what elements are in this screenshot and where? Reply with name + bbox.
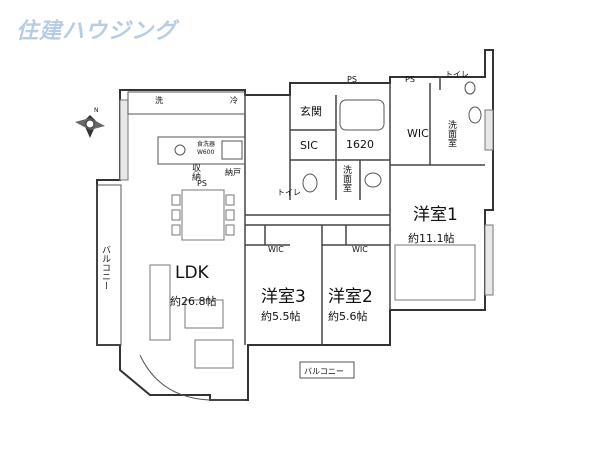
wic-bed3-label: WIC (268, 245, 284, 254)
dishwasher-label: 食洗器 (197, 140, 215, 148)
wic-main-label: WIC (407, 127, 429, 140)
wic-bed2-label: WIC (352, 245, 368, 254)
bed2-name: 洋室2 (328, 287, 373, 307)
toilet-icon (302, 173, 318, 193)
ldk-area: 約26.8帖 (170, 294, 217, 308)
ps-top-left-label: PS (347, 75, 357, 84)
compass-north-label: N (94, 107, 99, 114)
washbasin-right-icon (468, 106, 482, 124)
entrance-label: 玄関 (300, 104, 322, 118)
bath-fixtures (302, 81, 482, 193)
window-strips (119, 99, 494, 296)
stove-icon (221, 140, 243, 160)
tv-stand-icon (194, 339, 234, 369)
dishwasher-size: W600 (197, 149, 215, 156)
wash-center-label: 洗面室 (341, 164, 352, 192)
washbasin-icon (364, 172, 382, 188)
ldk-name: LDK (175, 263, 210, 283)
ps-top-right-label: PS (405, 75, 415, 84)
coffee-table-icon (184, 299, 224, 329)
bed3-area: 約5.5帖 (261, 309, 301, 323)
toilet-center-label: トイレ (277, 188, 301, 197)
laundry-label: 洗 (155, 95, 163, 105)
bed3-name: 洋室3 (261, 287, 306, 307)
balcony-left-label: バルコニー (100, 245, 111, 290)
bathtub-icon (339, 99, 385, 131)
sink-icon (174, 144, 186, 156)
company-logo: 住建ハウジング (16, 19, 178, 44)
bed-icon (394, 244, 476, 301)
balcony-bottom-label: バルコニー (304, 367, 344, 376)
sic-label: SIC (300, 139, 318, 152)
dining-table (171, 189, 235, 241)
fridge-label: 冷 (230, 95, 238, 105)
wash-right-label: 洗面室 (446, 119, 457, 147)
toilet-right-icon (464, 81, 476, 95)
toilet-right-label: トイレ (445, 70, 469, 79)
outer-walls (96, 49, 494, 401)
bed1-name: 洋室1 (413, 205, 458, 225)
balcony-outlines (96, 184, 355, 401)
interior-walls (244, 77, 485, 345)
kitchen-area (127, 91, 246, 165)
compass-icon: N (75, 107, 105, 138)
storage-label: 収納 (190, 162, 201, 182)
bed1-area: 約11.1帖 (408, 231, 455, 245)
bed2-area: 約5.6帖 (328, 309, 368, 323)
ps-kitchen-label: PS (197, 179, 207, 188)
living-furniture (149, 264, 234, 369)
sofa-icon (149, 264, 171, 341)
closet-label: 納戸 (225, 167, 241, 177)
bath-label: 1620 (346, 138, 374, 151)
